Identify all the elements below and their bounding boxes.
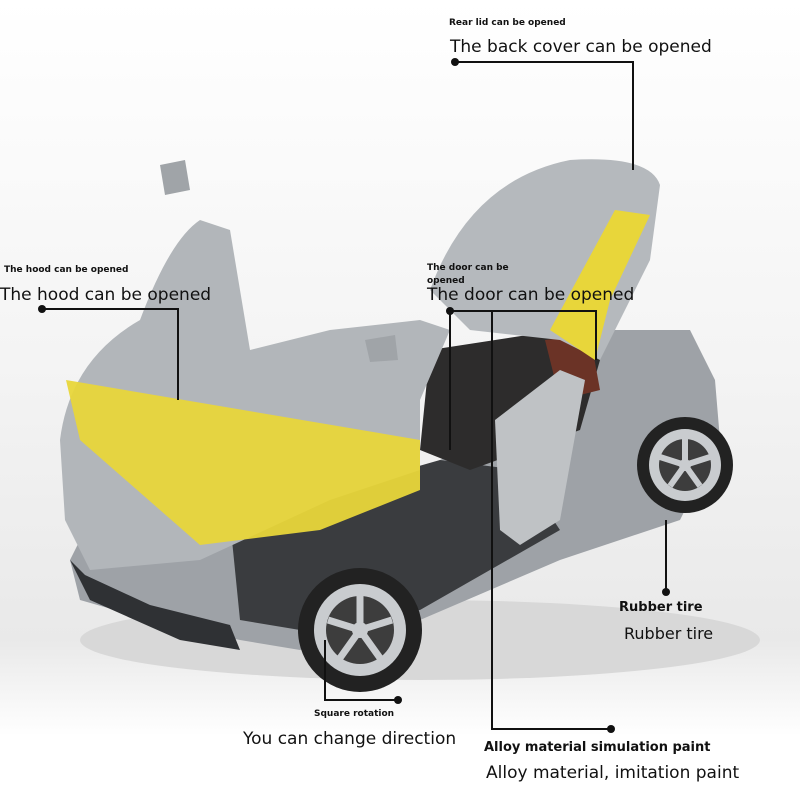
hood-caption: The hood can be opened	[0, 285, 212, 305]
rotation-dot	[394, 696, 402, 704]
alloy-dot	[607, 725, 615, 733]
rear-lid-dot	[451, 58, 459, 66]
rotation-title: Square rotation	[314, 709, 395, 719]
rear-lid-leader	[455, 61, 634, 170]
door-caption: The door can be opened	[427, 285, 635, 305]
alloy-leader	[491, 310, 611, 730]
tire-caption: Rubber tire	[624, 624, 714, 643]
rear-lid-caption: The back cover can be opened	[450, 37, 712, 57]
front-wheel	[298, 568, 422, 692]
rear-lid-title: Rear lid can be opened	[449, 18, 566, 28]
door-leader	[450, 310, 597, 360]
door	[495, 370, 585, 545]
rear-lid-stripe	[550, 210, 650, 360]
hood-dot	[38, 305, 46, 313]
rotation-caption: You can change direction	[243, 729, 457, 749]
hood-leader	[42, 308, 179, 400]
door-title: The door can be opened	[427, 263, 509, 286]
hood-title: The hood can be opened	[4, 265, 129, 275]
rear-wheel	[637, 417, 733, 513]
mirror	[365, 335, 398, 362]
tire-dot	[662, 588, 670, 596]
door-dot	[446, 307, 454, 315]
hood-stripe	[66, 380, 420, 545]
rotation-leader	[324, 640, 398, 701]
front-splitter	[70, 560, 240, 650]
tire-title: Rubber tire	[619, 600, 703, 615]
alloy-title: Alloy material simulation paint	[484, 740, 711, 755]
alloy-caption: Alloy material, imitation paint	[486, 763, 740, 783]
mirror	[160, 160, 190, 195]
